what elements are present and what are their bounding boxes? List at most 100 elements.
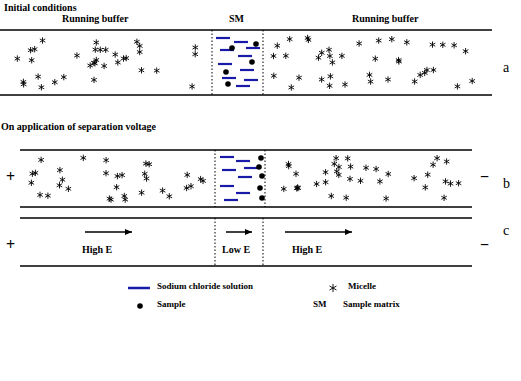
micelle xyxy=(342,83,348,86)
micelle xyxy=(326,48,332,51)
micelle xyxy=(386,172,392,175)
figure-label: c xyxy=(503,223,509,238)
micelle xyxy=(144,177,150,180)
micelle xyxy=(93,48,99,51)
micelle xyxy=(319,78,325,81)
figure-label: − xyxy=(480,236,489,254)
micelle xyxy=(108,198,114,201)
micelle xyxy=(368,80,374,83)
micelle xyxy=(441,196,447,199)
capillary-wall xyxy=(20,265,472,267)
micelle xyxy=(295,186,301,189)
micelle xyxy=(363,166,369,169)
micelle xyxy=(184,186,190,189)
sodium-chloride xyxy=(234,41,248,43)
micelle xyxy=(94,58,100,61)
micelle xyxy=(339,54,345,57)
micelle xyxy=(363,166,369,169)
legend-text: Sample xyxy=(157,300,186,310)
micelle xyxy=(29,181,34,184)
micelle xyxy=(40,39,46,42)
micelle xyxy=(430,163,436,166)
micelle xyxy=(314,182,320,185)
micelle xyxy=(146,163,152,166)
micelle xyxy=(389,38,395,41)
micelle xyxy=(289,86,295,89)
micelle xyxy=(367,73,373,76)
micelle xyxy=(91,78,97,81)
legend-sample xyxy=(128,287,150,290)
micelle xyxy=(456,182,462,185)
micelle xyxy=(98,48,104,51)
legend-sample xyxy=(137,303,143,309)
micelle xyxy=(314,182,320,185)
micelle xyxy=(52,81,58,84)
micelle xyxy=(430,163,436,166)
micelle xyxy=(193,46,199,49)
micelle xyxy=(198,178,204,181)
micelle xyxy=(294,187,300,190)
micelle xyxy=(347,177,353,180)
micelle xyxy=(60,178,65,181)
micelle xyxy=(103,159,109,162)
micelle xyxy=(198,178,204,181)
micelle xyxy=(139,69,145,72)
micelle xyxy=(15,57,21,60)
zone-boundary xyxy=(263,218,264,266)
micelle xyxy=(122,198,128,201)
micelle xyxy=(417,73,423,76)
capillary-wall xyxy=(20,206,472,208)
micelle xyxy=(184,186,190,189)
micelle xyxy=(334,170,340,173)
micelle xyxy=(114,186,120,189)
micelle xyxy=(412,80,418,83)
micelle xyxy=(137,44,143,47)
figure-label: High E xyxy=(292,244,322,255)
micelle xyxy=(142,172,148,175)
figure-label: SM xyxy=(229,13,244,24)
sodium-chloride xyxy=(244,79,258,81)
micelle xyxy=(296,76,302,79)
micelle xyxy=(154,69,160,72)
micelle xyxy=(98,48,104,51)
micelle xyxy=(287,38,293,41)
micelle xyxy=(93,48,99,51)
micelle xyxy=(154,69,160,72)
sodium-chloride xyxy=(224,199,238,201)
micelle xyxy=(333,157,339,160)
micelle xyxy=(316,56,322,59)
micelle xyxy=(455,85,461,88)
micelle xyxy=(61,76,67,79)
micelle xyxy=(94,41,100,44)
sodium-chloride xyxy=(216,37,230,39)
micelle xyxy=(424,68,430,71)
sodium-chloride xyxy=(240,69,254,71)
micelle xyxy=(66,187,72,190)
micelle xyxy=(327,54,333,57)
micelle xyxy=(81,156,87,159)
micelle xyxy=(440,43,446,46)
micelle xyxy=(57,169,63,172)
micelle xyxy=(167,195,173,198)
micelle xyxy=(368,80,374,83)
sample-dot xyxy=(229,45,235,51)
micelle xyxy=(52,81,58,84)
sodium-chloride xyxy=(222,169,236,171)
figure-label: Running buffer xyxy=(62,13,128,24)
micelle xyxy=(451,44,457,47)
micelle xyxy=(383,197,389,200)
micelle xyxy=(286,165,292,168)
micelle xyxy=(61,76,67,79)
micelle xyxy=(103,48,109,51)
micelle xyxy=(376,39,382,42)
micelle xyxy=(139,191,145,194)
micelle xyxy=(57,169,63,172)
micelle xyxy=(425,173,431,176)
micelle xyxy=(323,181,329,184)
micelle xyxy=(122,194,128,197)
micelle xyxy=(336,165,342,168)
micelle xyxy=(275,44,281,47)
figure-label: a xyxy=(503,60,509,75)
micelle xyxy=(91,78,97,81)
